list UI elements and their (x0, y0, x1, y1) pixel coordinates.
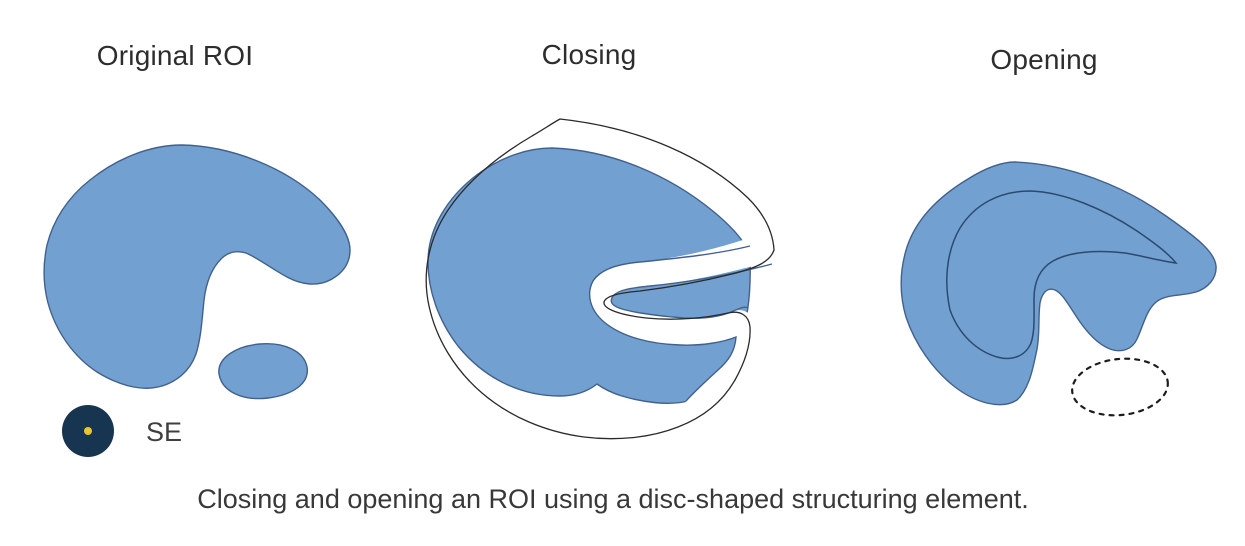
figure-caption: Closing and opening an ROI using a disc-… (197, 484, 1029, 514)
opening-result-contour (946, 190, 1178, 360)
removed-blob-ghost-outline (1071, 357, 1169, 417)
original-roi-shape (43, 144, 351, 389)
se-label: SE (146, 417, 183, 447)
closing-bay-channel (589, 234, 776, 432)
panel-title-opening: Opening (990, 44, 1098, 75)
closing-bay-channel-upper-wall (589, 245, 751, 402)
original-roi-small-blob (218, 343, 308, 400)
se-disc-center-dot (84, 427, 92, 435)
opening-roi-shape (900, 161, 1217, 406)
panel-opening (900, 161, 1217, 417)
panel-original-roi (43, 144, 351, 457)
panel-title-closing: Closing (541, 39, 637, 70)
panel-title-original-roi: Original ROI (96, 40, 254, 71)
panel-closing (425, 118, 776, 440)
closing-result-outline (425, 118, 775, 440)
